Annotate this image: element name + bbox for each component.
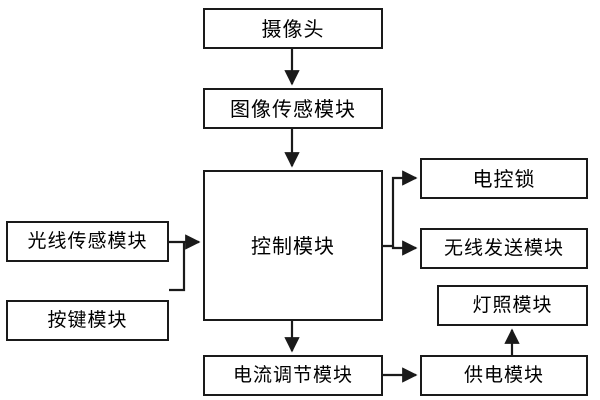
node-label-light-sensor: 光线传感模块 [27,230,148,252]
node-label-control: 控制模块 [251,233,335,258]
node-label-camera: 摄像头 [261,16,325,41]
node-label-wireless-tx: 无线发送模块 [443,237,564,259]
node-label-lighting: 灯照模块 [472,294,553,316]
connector-control-to-wireless-tx [391,240,418,256]
node-control[interactable]: 控制模块 [203,170,383,321]
node-power-supply[interactable]: 供电模块 [420,355,588,396]
connector-control-to-electric-lock [383,170,418,248]
node-label-button: 按键模块 [47,309,128,331]
node-wireless-tx[interactable]: 无线发送模块 [420,228,588,269]
node-button[interactable]: 按键模块 [6,300,169,341]
node-label-image-sensor: 图像传感模块 [230,96,356,121]
node-label-electric-lock: 电控锁 [472,166,536,191]
node-lighting[interactable]: 灯照模块 [437,285,588,326]
node-label-power-supply: 供电模块 [463,364,544,386]
node-label-current-reg: 电流调节模块 [232,364,353,386]
node-electric-lock[interactable]: 电控锁 [420,158,588,199]
connector-button-to-control [169,242,186,292]
node-light-sensor[interactable]: 光线传感模块 [6,221,169,262]
node-current-reg[interactable]: 电流调节模块 [203,355,383,396]
node-camera[interactable]: 摄像头 [203,8,383,49]
node-image-sensor[interactable]: 图像传感模块 [203,88,383,129]
